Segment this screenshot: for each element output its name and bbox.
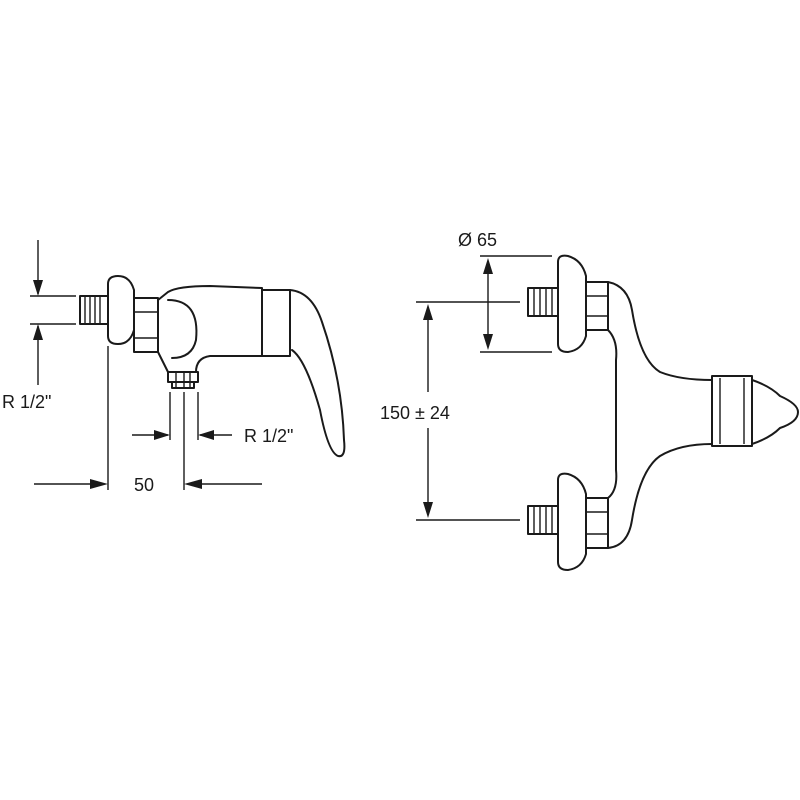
label-offset-50: 50 — [134, 475, 154, 495]
upper-inlet — [527, 254, 609, 353]
label-thread-inlet: R 1/2" — [2, 392, 51, 412]
label-spacing-150: 150 ± 24 — [380, 403, 450, 423]
side-view-dimensions — [30, 240, 262, 490]
cartridge-cap — [261, 289, 291, 357]
side-view-mixer — [79, 275, 346, 458]
lever-handle — [289, 289, 346, 458]
label-diameter-65: Ø 65 — [458, 230, 497, 250]
outlet-connector — [167, 371, 199, 389]
inlet-thread — [79, 295, 109, 325]
mixer-body — [157, 285, 263, 373]
label-thread-outlet: R 1/2" — [244, 426, 293, 446]
front-view-dimensions — [416, 255, 552, 521]
front-view-mixer — [527, 254, 799, 571]
lower-inlet — [527, 472, 609, 571]
mixer-body-front — [607, 281, 713, 549]
cartridge-front — [711, 375, 799, 447]
wall-flange — [107, 275, 135, 345]
connection-nut — [133, 297, 159, 353]
